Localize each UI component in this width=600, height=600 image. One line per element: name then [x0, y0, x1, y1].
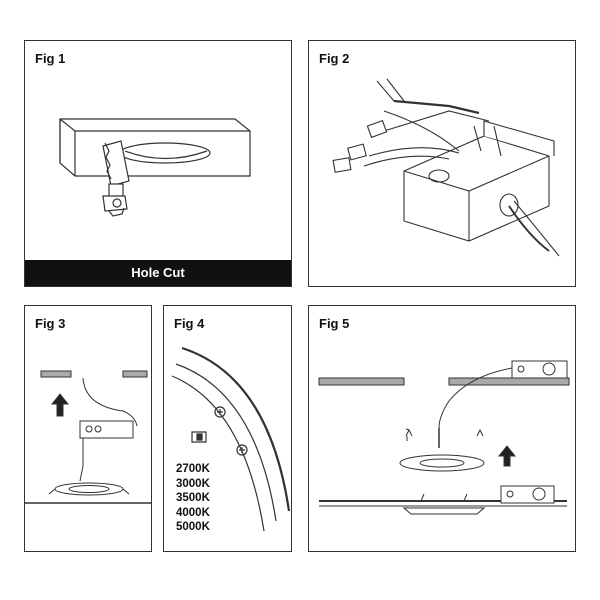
fig3-panel: Fig 3: [24, 305, 152, 552]
fig4-panel: Fig 4 2700K 3000K 3500K 4000K 5000K: [163, 305, 292, 552]
fig3-label: Fig 3: [35, 316, 66, 331]
fig1-caption: Hole Cut: [25, 260, 291, 286]
cct-option: 2700K: [176, 463, 210, 475]
cct-option: 3000K: [176, 477, 210, 490]
cct-option: 5000K: [176, 521, 210, 534]
fig1-label: Fig 1: [35, 51, 66, 66]
fig4-cct-switch-illustration: [171, 346, 291, 532]
fig3-install-illustration: [25, 370, 151, 504]
cct-option: 3500K: [176, 492, 210, 505]
fig5-label: Fig 5: [319, 316, 350, 331]
fig2-label: Fig 2: [319, 51, 350, 66]
fig1-hole-cut-illustration: [59, 118, 251, 217]
cct-options-list: 2700K 3000K 3500K 4000K 5000K: [176, 462, 210, 535]
fig4-label: Fig 4: [174, 316, 205, 331]
fig1-panel: Fig 1 Hole Cut: [24, 40, 292, 287]
fig2-panel: Fig 2: [308, 40, 576, 287]
fig2-junction-box-illustration: [332, 78, 560, 257]
fig5-panel: Fig 5: [308, 305, 576, 552]
cct-option: 4000K: [176, 506, 210, 519]
fig5-final-install-illustration: [318, 360, 570, 515]
